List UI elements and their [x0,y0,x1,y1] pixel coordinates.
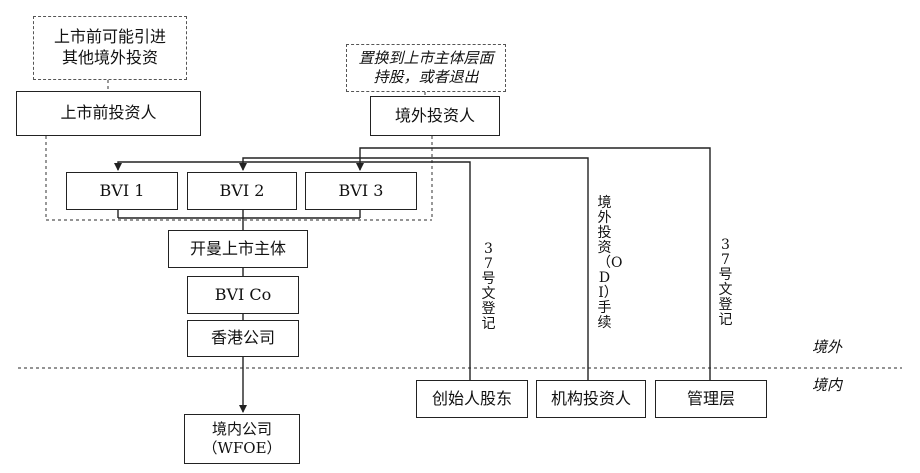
bvi3-box[interactable]: BVI 3 [305,172,417,210]
domestic-company-wfoe-box[interactable]: 境内公司 （WFOE） [184,414,300,464]
bvi2-box[interactable]: BVI 2 [187,172,297,210]
swap-note-box: 置换到上市主体层面 持股，或者退出 [346,44,506,92]
reg37-left-label: 37号文登记 [481,241,496,332]
line-founder-bvi1 [114,161,471,380]
reg37-right-label: 37号文登记 [718,237,733,328]
offshore-zone-label: 境外 [812,338,843,356]
management-box[interactable]: 管理层 [655,380,767,418]
line-institutional-bvi2 [239,157,589,380]
hk-company-box[interactable]: 香港公司 [187,320,299,357]
pre-ipo-investor-box[interactable]: 上市前投资人 [16,91,201,136]
cayman-listing-entity-box[interactable]: 开曼上市主体 [168,230,308,268]
onshore-zone-label: 境内 [812,376,843,394]
pre-ipo-note-box: 上市前可能引进 其他境外投资 [33,16,187,80]
offshore-investor-box[interactable]: 境外投资人 [370,96,500,136]
founder-shareholder-box[interactable]: 创始人股东 [416,380,528,418]
line-management-bvi3 [356,147,711,380]
institutional-investor-box[interactable]: 机构投资人 [536,380,646,418]
bvi1-box[interactable]: BVI 1 [66,172,178,210]
odi-procedure-label: 境外投资（ODI）手续 [597,195,623,331]
bvi-co-box[interactable]: BVI Co [187,276,299,314]
